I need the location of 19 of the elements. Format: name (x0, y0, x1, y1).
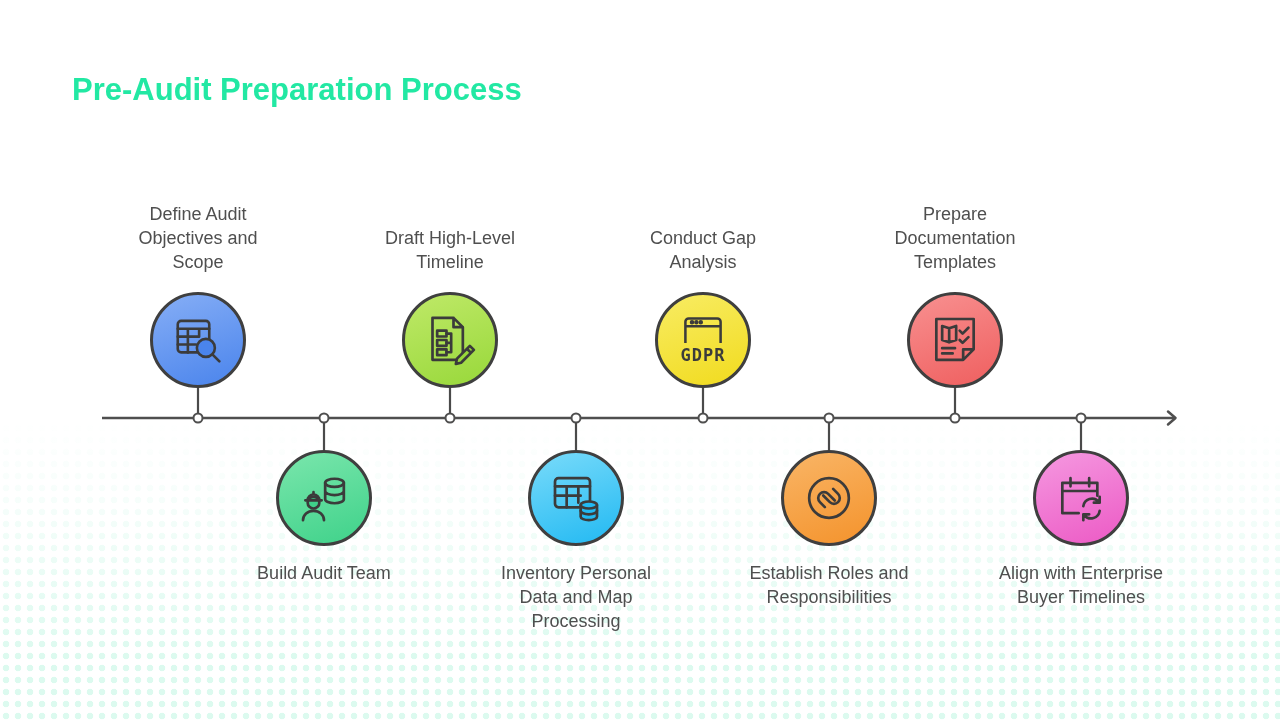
connector-line (827, 422, 831, 450)
connector-line (1079, 422, 1083, 450)
timeline-arrow (102, 410, 1177, 426)
connector-line (448, 388, 452, 414)
connector-line (322, 422, 326, 450)
connector-line (196, 388, 200, 414)
connector-line (953, 388, 957, 414)
step-label: Draft High-Level Timeline (383, 227, 517, 274)
connector-line (701, 388, 705, 414)
step-label: Conduct Gap Analysis (648, 227, 758, 274)
title: Pre-Audit Preparation Process (72, 71, 522, 109)
icon-caption: GDPR (680, 345, 726, 365)
step-label: Prepare Documentation Templates (893, 203, 1017, 274)
step-label: Inventory Personal Data and Map Processing (499, 562, 653, 633)
step-label: Build Audit Team (256, 562, 392, 585)
step-label: Align with Enterprise Buyer Timelines (997, 562, 1165, 609)
step-label: Define Audit Objectives and Scope (137, 203, 259, 274)
step-label: Establish Roles and Responsibilities (748, 562, 910, 609)
connector-line (574, 422, 578, 450)
